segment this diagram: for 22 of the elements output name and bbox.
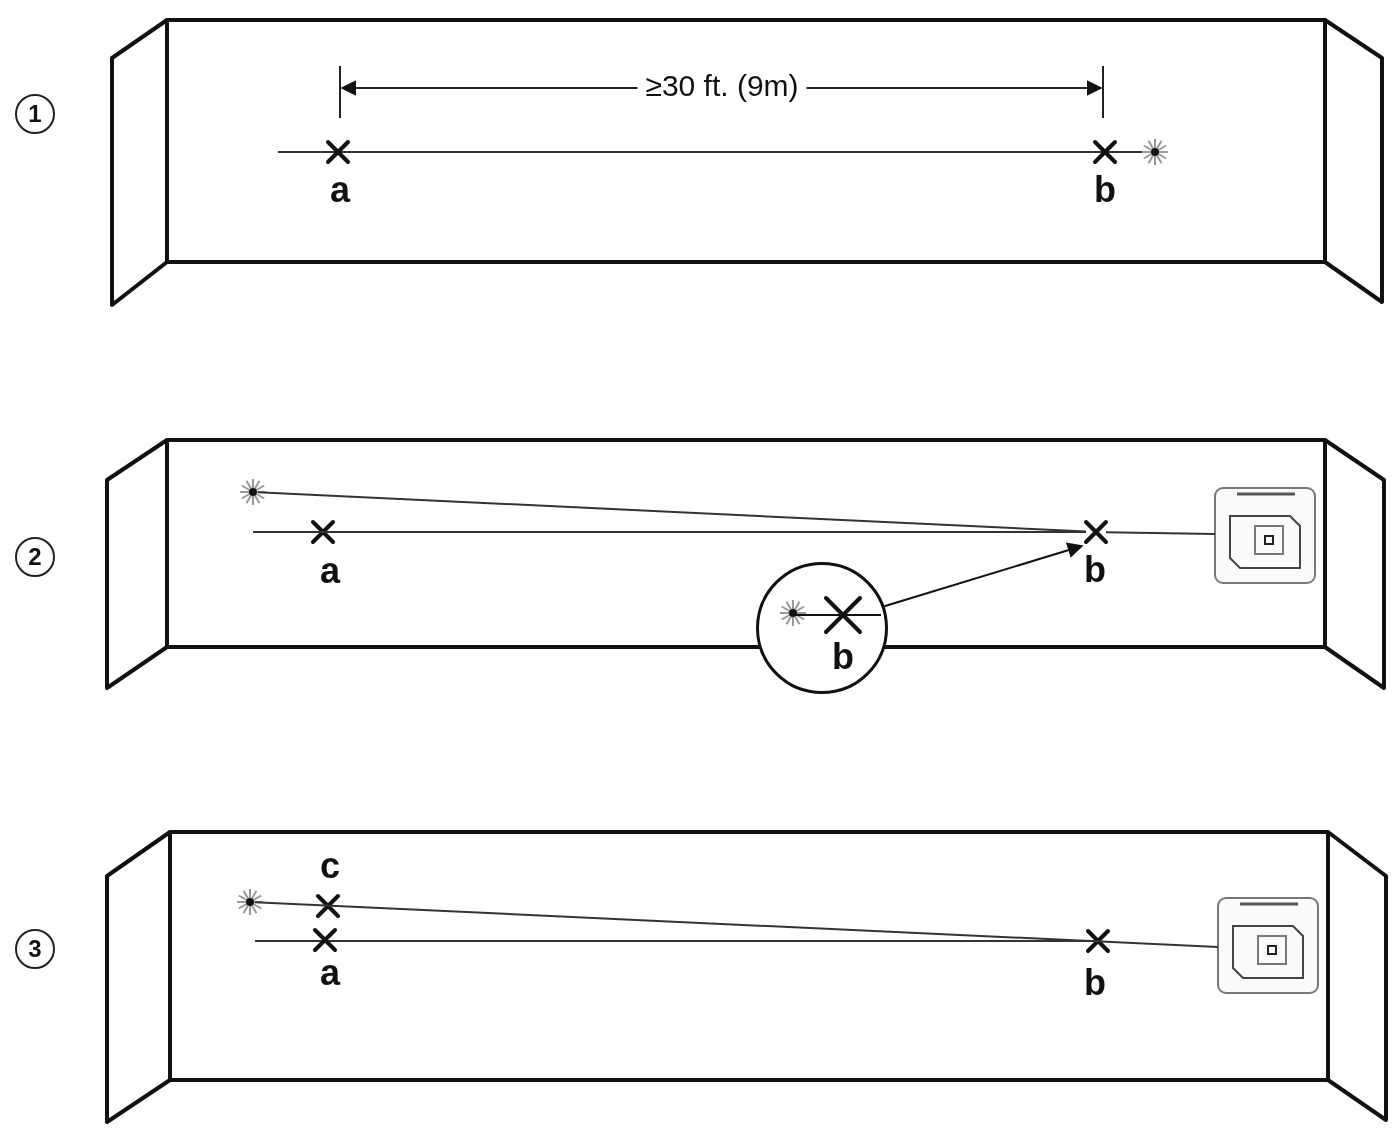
dimension-label: ≥30 ft. (9m) [637, 71, 807, 101]
point-label: c [320, 848, 340, 884]
laser-beam-line [1105, 531, 1216, 536]
arrow [883, 542, 1084, 608]
laser-level-icon [1217, 897, 1319, 994]
laser-dot-icon [239, 478, 267, 506]
step-number: 2 [15, 537, 55, 577]
laser-level-icon [1214, 487, 1316, 584]
laser-beam-line [254, 901, 1219, 948]
point-label: b [832, 639, 854, 675]
point-label: a [320, 955, 340, 991]
step-number: 1 [15, 94, 55, 134]
cross-mark [1084, 520, 1108, 544]
laser-dot-icon [236, 888, 264, 916]
point-label: b [1084, 552, 1106, 588]
guide-line [252, 531, 1087, 533]
point-label: a [330, 172, 350, 208]
point-label: b [1084, 965, 1106, 1001]
point-label: b [1094, 172, 1116, 208]
point-label: a [320, 553, 340, 589]
laser-beam-line [257, 491, 1087, 533]
step-number: 3 [15, 929, 55, 969]
